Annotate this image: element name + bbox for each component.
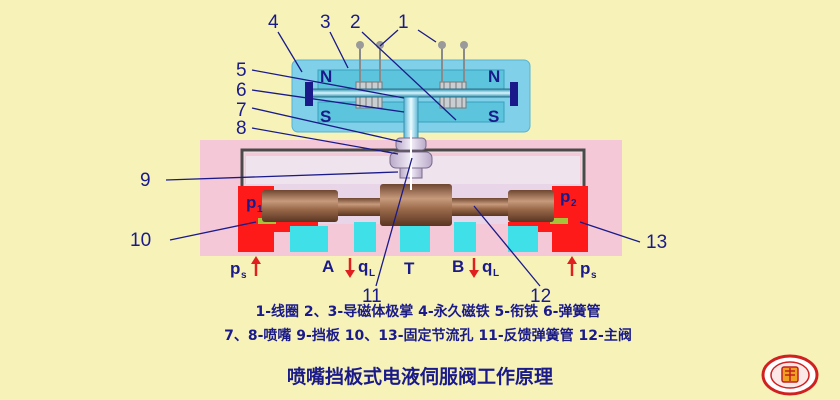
qa-label: q xyxy=(358,257,368,276)
legend-line-1: 1-线圈 2、3-导磁体极掌 4-永久磁铁 5-衔铁 6-弹簧管 xyxy=(255,304,601,320)
port-a-channel xyxy=(354,222,376,252)
armature xyxy=(309,88,515,98)
terminal-4 xyxy=(460,41,468,49)
label-8: 8 xyxy=(236,118,247,139)
spool-neck-left xyxy=(338,198,380,216)
armature-end-left xyxy=(305,82,313,106)
label-1: 1 xyxy=(398,12,409,33)
qb-subscript: L xyxy=(493,268,499,279)
fixed-orifice-right xyxy=(550,218,568,224)
pole-n-left: N xyxy=(320,67,332,86)
supply-port-left xyxy=(290,226,328,252)
label-9: 9 xyxy=(140,170,151,191)
port-a-label: A xyxy=(322,257,334,276)
spool-land-right xyxy=(508,190,554,222)
ps-right-subscript: s xyxy=(591,270,597,281)
label-3: 3 xyxy=(320,12,331,33)
torque-motor: N N S S xyxy=(291,41,531,133)
qb-label: q xyxy=(482,257,492,276)
terminal-1 xyxy=(356,41,364,49)
terminal-2 xyxy=(376,41,384,49)
port-t-label: T xyxy=(404,259,415,278)
ps-left-subscript: s xyxy=(241,270,247,281)
ps-right-label: p xyxy=(580,259,590,278)
pole-n-right: N xyxy=(488,67,500,86)
label-2: 2 xyxy=(350,12,361,33)
label-13: 13 xyxy=(646,232,667,253)
spool-land-left xyxy=(262,190,338,222)
label-7: 7 xyxy=(236,100,247,121)
part-numbers: 1 2 3 4 5 6 7 8 9 10 11 12 13 xyxy=(130,12,667,307)
label-4: 4 xyxy=(268,12,279,33)
spool-land-center xyxy=(380,184,452,226)
legend-line-2: 7、8-喷嘴 9-挡板 10、13-固定节流孔 11-反馈弹簧管 12-主阀 xyxy=(224,328,632,344)
qa-subscript: L xyxy=(369,268,375,279)
label-5: 5 xyxy=(236,60,247,81)
diagram-title: 喷嘴挡板式电液伺服阀工作原理 xyxy=(286,366,553,388)
pole-s-left: S xyxy=(320,107,331,126)
spool-neck-right xyxy=(452,198,508,216)
port-b-label: B xyxy=(452,257,464,276)
chamber-pressure-labels: p 1 p 2 xyxy=(246,187,577,215)
port-b-channel xyxy=(454,222,476,252)
leader-lines xyxy=(165,29,641,287)
label-11: 11 xyxy=(362,286,382,307)
port-labels: p s A q L T B q L p s xyxy=(230,256,597,281)
emblem-icon xyxy=(761,354,819,396)
label-10: 10 xyxy=(130,230,151,251)
terminal-3 xyxy=(438,41,446,49)
p1-label: p xyxy=(246,193,256,212)
p2-subscript: 2 xyxy=(571,198,577,209)
label-6: 6 xyxy=(236,80,247,101)
p1-subscript: 1 xyxy=(257,204,263,215)
p2-label: p xyxy=(560,187,570,206)
ps-left-label: p xyxy=(230,259,240,278)
armature-end-right xyxy=(510,82,518,106)
supply-port-right xyxy=(508,226,538,252)
port-t-channel xyxy=(400,224,430,252)
pole-s-right: S xyxy=(488,107,499,126)
coil-leads xyxy=(359,48,465,82)
label-12: 12 xyxy=(530,286,551,307)
